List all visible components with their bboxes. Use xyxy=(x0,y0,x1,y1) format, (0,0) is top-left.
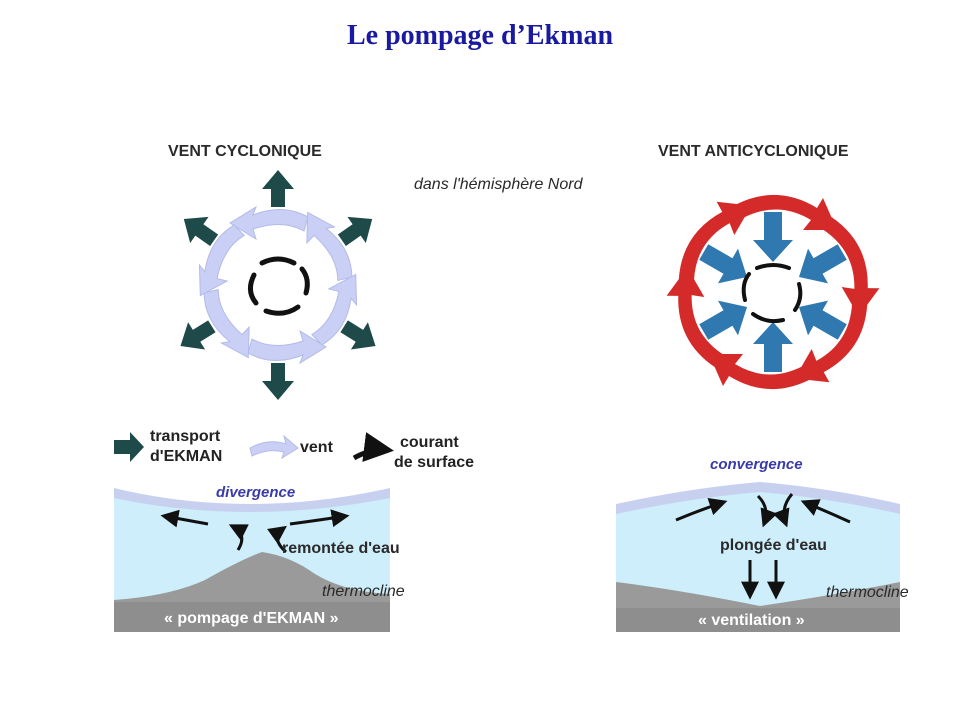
hemisphere-note: dans l'hémisphère Nord xyxy=(414,176,584,193)
water-surface-left xyxy=(114,488,390,512)
ekman-transport-arrows-anticyclonic xyxy=(699,212,847,372)
wind-arrows-anticyclonic xyxy=(666,194,880,390)
thermocline-label-left: thermocline xyxy=(322,583,405,600)
legend-surface-current-icon xyxy=(352,432,394,462)
surface-current-cyclonic xyxy=(248,256,310,316)
downwelling-arrows-right xyxy=(675,493,851,600)
anticyclonic-heading: VENT ANTICYCLONIQUE xyxy=(658,143,849,160)
legend-current-line1: courant xyxy=(400,434,459,451)
divergence-label: divergence xyxy=(216,484,295,501)
thermocline-label-right: thermocline xyxy=(826,584,909,601)
surface-current-anticyclonic xyxy=(741,263,803,324)
ekman-transport-arrows-cyclonic xyxy=(180,170,376,400)
wind-arrows-cyclonic xyxy=(198,205,358,365)
upwelling-arrows-left xyxy=(160,509,350,554)
legend-transport-line1: transport xyxy=(150,428,221,445)
anticyclonic-cross-section: convergence plongée d'eau thermocline « … xyxy=(616,456,909,632)
legend: transport d'EKMAN vent courant de surfac… xyxy=(114,428,474,471)
cyclonic-cross-section: divergence remontée d'eau thermocline « … xyxy=(114,484,405,632)
legend-ekman-transport-icon xyxy=(114,432,144,462)
convergence-label: convergence xyxy=(710,456,803,473)
cyclonic-rosette xyxy=(180,170,376,400)
ventilation-label: « ventilation » xyxy=(698,612,805,629)
page-title: Le pompage d’Ekman xyxy=(346,20,614,51)
sediment-band-right xyxy=(616,608,900,632)
anticyclonic-rosette xyxy=(666,194,880,390)
legend-wind-icon xyxy=(249,434,299,460)
upwelling-label: remontée d'eau xyxy=(282,540,400,557)
downwelling-label: plongée d'eau xyxy=(720,537,827,554)
legend-transport-line2: d'EKMAN xyxy=(150,448,222,465)
legend-wind-label: vent xyxy=(300,439,334,456)
sediment-band-left xyxy=(114,602,390,632)
legend-current-line2: de surface xyxy=(394,454,474,471)
cyclonic-heading: VENT CYCLONIQUE xyxy=(168,143,322,160)
ekman-pumping-label: « pompage d'EKMAN » xyxy=(164,610,339,627)
water-surface-right xyxy=(616,482,900,514)
